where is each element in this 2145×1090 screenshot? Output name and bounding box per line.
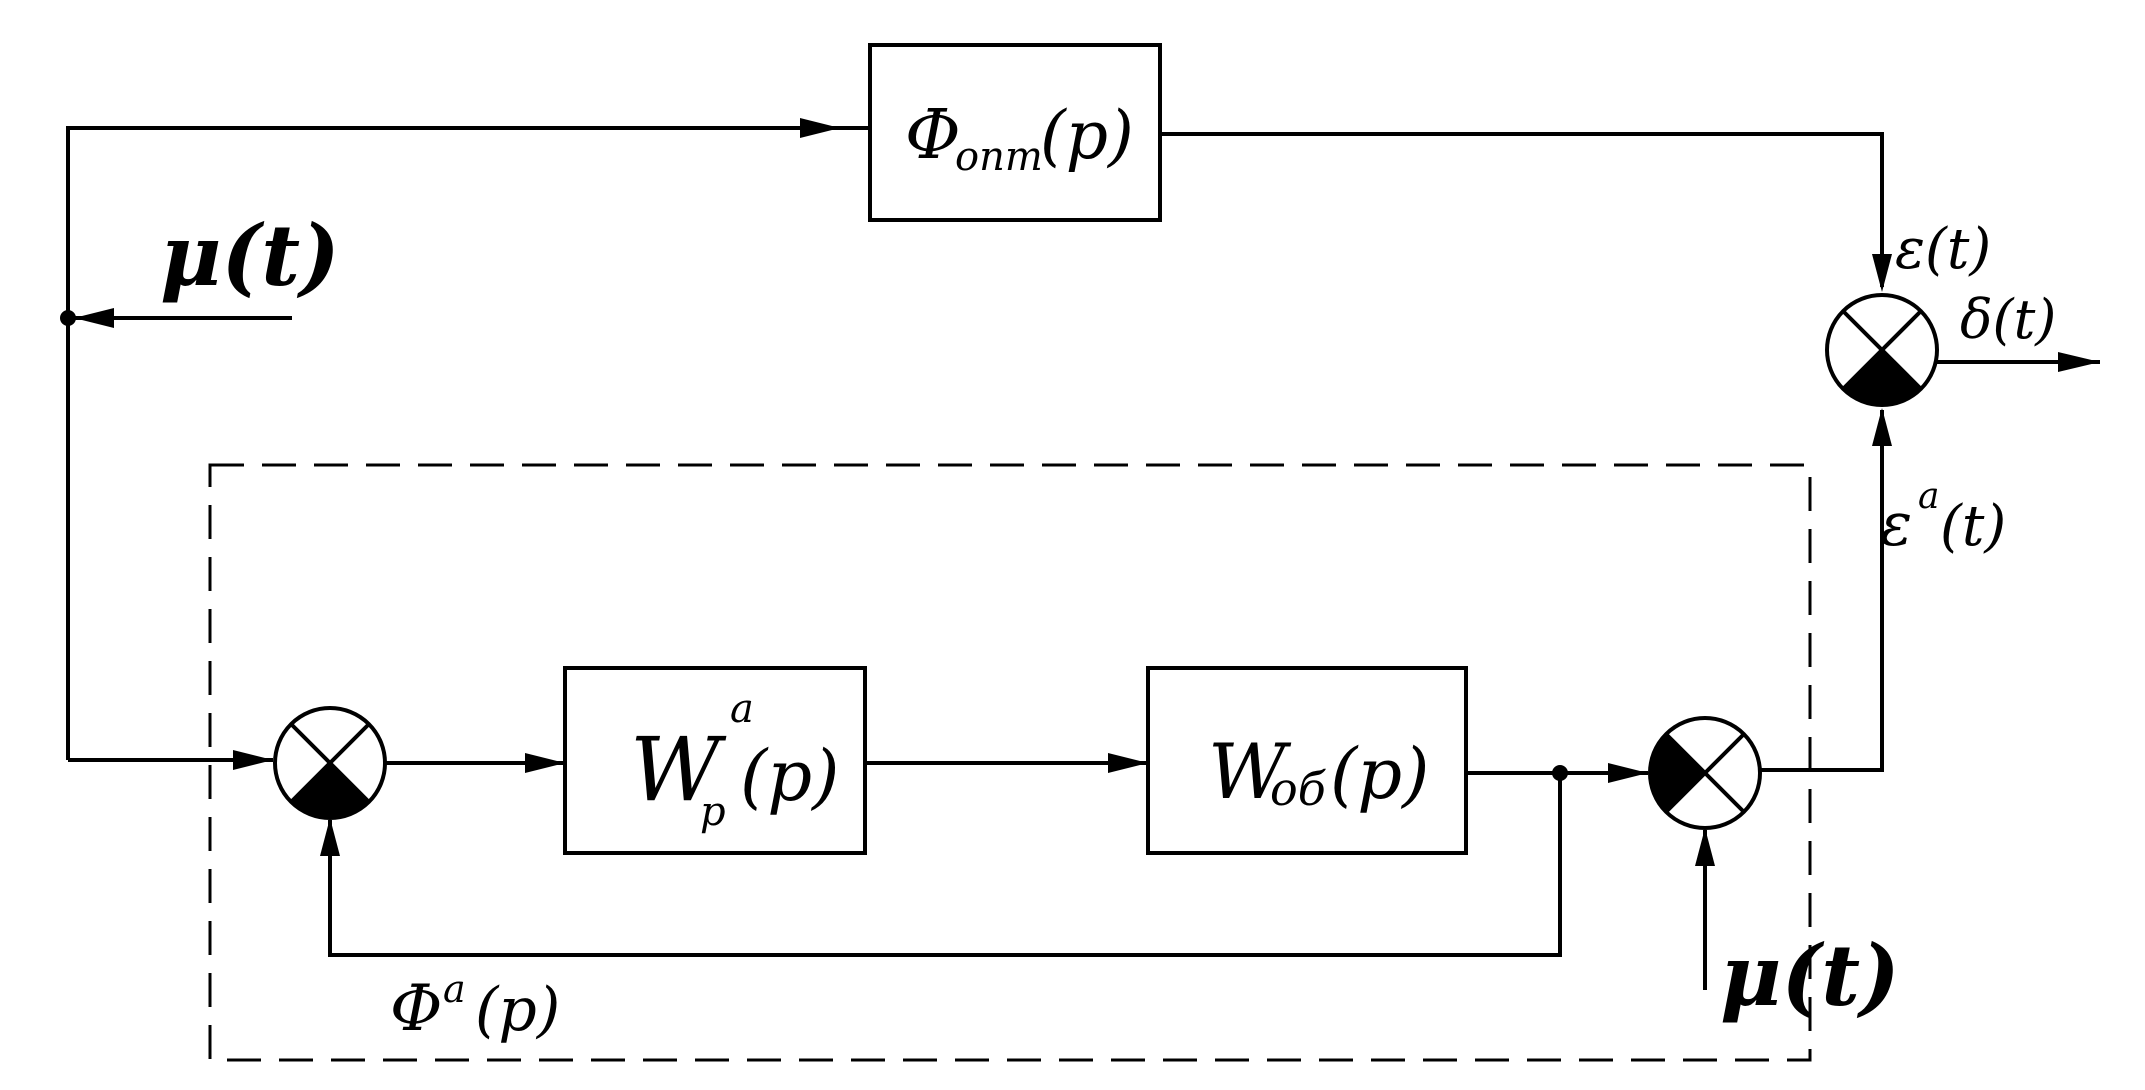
summing-junction-2: [1648, 716, 1762, 830]
mu-input-left: [60, 308, 292, 328]
adaptive-subsystem-boundary: [208, 463, 1812, 1062]
summing-junction-output: [1825, 293, 1939, 407]
wr-arg: (p): [740, 735, 839, 817]
phi-opt-main: Φ: [905, 96, 961, 175]
delta-output: [1937, 352, 2100, 372]
wob-to-summer-2: [1466, 763, 1648, 783]
wob-sub: об: [1270, 762, 1327, 816]
phi-opt-arg: (p): [1040, 97, 1134, 174]
epsilon-a-arg: (t): [1940, 494, 2006, 559]
phi-a-sup: a: [443, 967, 466, 1011]
block-wr: W p a (p): [563, 666, 867, 855]
epsilon-a-path: [1760, 408, 1892, 772]
delta-label: δ(t): [1960, 288, 2056, 351]
wr-sub: p: [700, 789, 726, 835]
phi-a-arg: (p): [475, 975, 560, 1045]
block-phi-opt: Φ опт (p): [868, 43, 1162, 222]
mu-input-bottom: [1695, 828, 1715, 990]
mu-label-left: μ(t): [160, 206, 340, 305]
feedback-path: [320, 773, 1562, 957]
feedforward-path: [66, 118, 1892, 760]
wob-main: W: [1208, 727, 1292, 816]
epsilon-a-sup: a: [1918, 476, 1939, 517]
junction-dot-left: [60, 310, 76, 326]
wr-sup: a: [730, 686, 754, 732]
phi-a-main: Φ: [390, 972, 442, 1046]
mu-label-bottom: μ(t): [1720, 926, 1900, 1025]
wob-arg: (p): [1330, 733, 1429, 815]
summer1-to-wr: [385, 753, 565, 773]
input-to-summer-1: [68, 750, 273, 770]
phi-opt-sub: опт: [955, 134, 1043, 180]
wr-main: W: [630, 718, 727, 821]
epsilon-a-main: ε: [1880, 490, 1912, 560]
summing-junction-1: [273, 706, 387, 820]
wr-to-wob: [865, 753, 1148, 773]
epsilon-label: ε(t): [1895, 217, 1991, 282]
block-wob: W об (p): [1146, 666, 1468, 855]
